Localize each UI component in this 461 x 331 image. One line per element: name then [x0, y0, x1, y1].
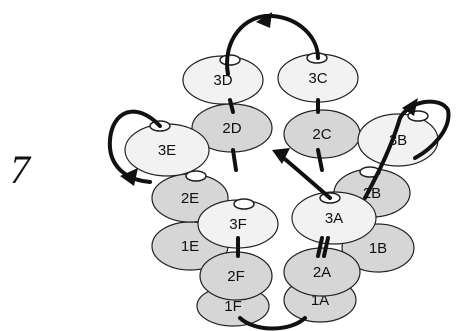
- bead-body: [291, 191, 377, 245]
- thread-segment: [228, 98, 235, 114]
- arrowhead: [272, 148, 290, 164]
- thread-segment: [316, 148, 324, 172]
- bead-2d: 2D: [191, 103, 273, 153]
- thread-path: [107, 12, 451, 331]
- arrowhead: [256, 12, 272, 28]
- step-number: 7: [10, 147, 30, 192]
- bead-hole: [185, 170, 207, 182]
- thread-segment: [322, 236, 330, 258]
- bead-label: 2A: [313, 264, 331, 281]
- bead-3a: 3A: [291, 191, 377, 245]
- bead-body: [283, 247, 361, 297]
- arrowhead: [120, 168, 138, 186]
- thread-segment: [225, 13, 320, 76]
- bead-hole: [219, 54, 241, 66]
- bead-2c: 2C: [283, 109, 361, 159]
- bead-3d: 3D: [182, 54, 264, 105]
- bead-2f: 2F: [199, 251, 273, 301]
- thread-segment: [231, 148, 238, 172]
- bead-label: 2E: [181, 190, 199, 207]
- bead-label: 2D: [222, 120, 241, 137]
- bead-2a: 2A: [283, 247, 361, 297]
- thread-segment: [363, 99, 451, 200]
- bead-3f: 3F: [197, 198, 279, 249]
- bead-label: 3E: [158, 142, 176, 159]
- bead-label: 3D: [213, 72, 232, 89]
- bead-label: 3F: [229, 216, 247, 233]
- thread-segment: [278, 153, 332, 200]
- bead-label: 1F: [224, 298, 242, 315]
- thread-segment: [316, 236, 324, 258]
- thread-segment: [238, 316, 307, 331]
- bead-label: 3A: [325, 210, 343, 227]
- bead-label: 2C: [312, 126, 331, 143]
- bead-3c: 3C: [277, 52, 359, 103]
- bead-hole: [233, 198, 255, 210]
- bead-label: 1B: [369, 240, 387, 257]
- arrowhead: [402, 98, 418, 116]
- bead-label: 3C: [308, 70, 327, 87]
- bead-label: 2F: [227, 268, 245, 285]
- bead-label: 1E: [181, 238, 199, 255]
